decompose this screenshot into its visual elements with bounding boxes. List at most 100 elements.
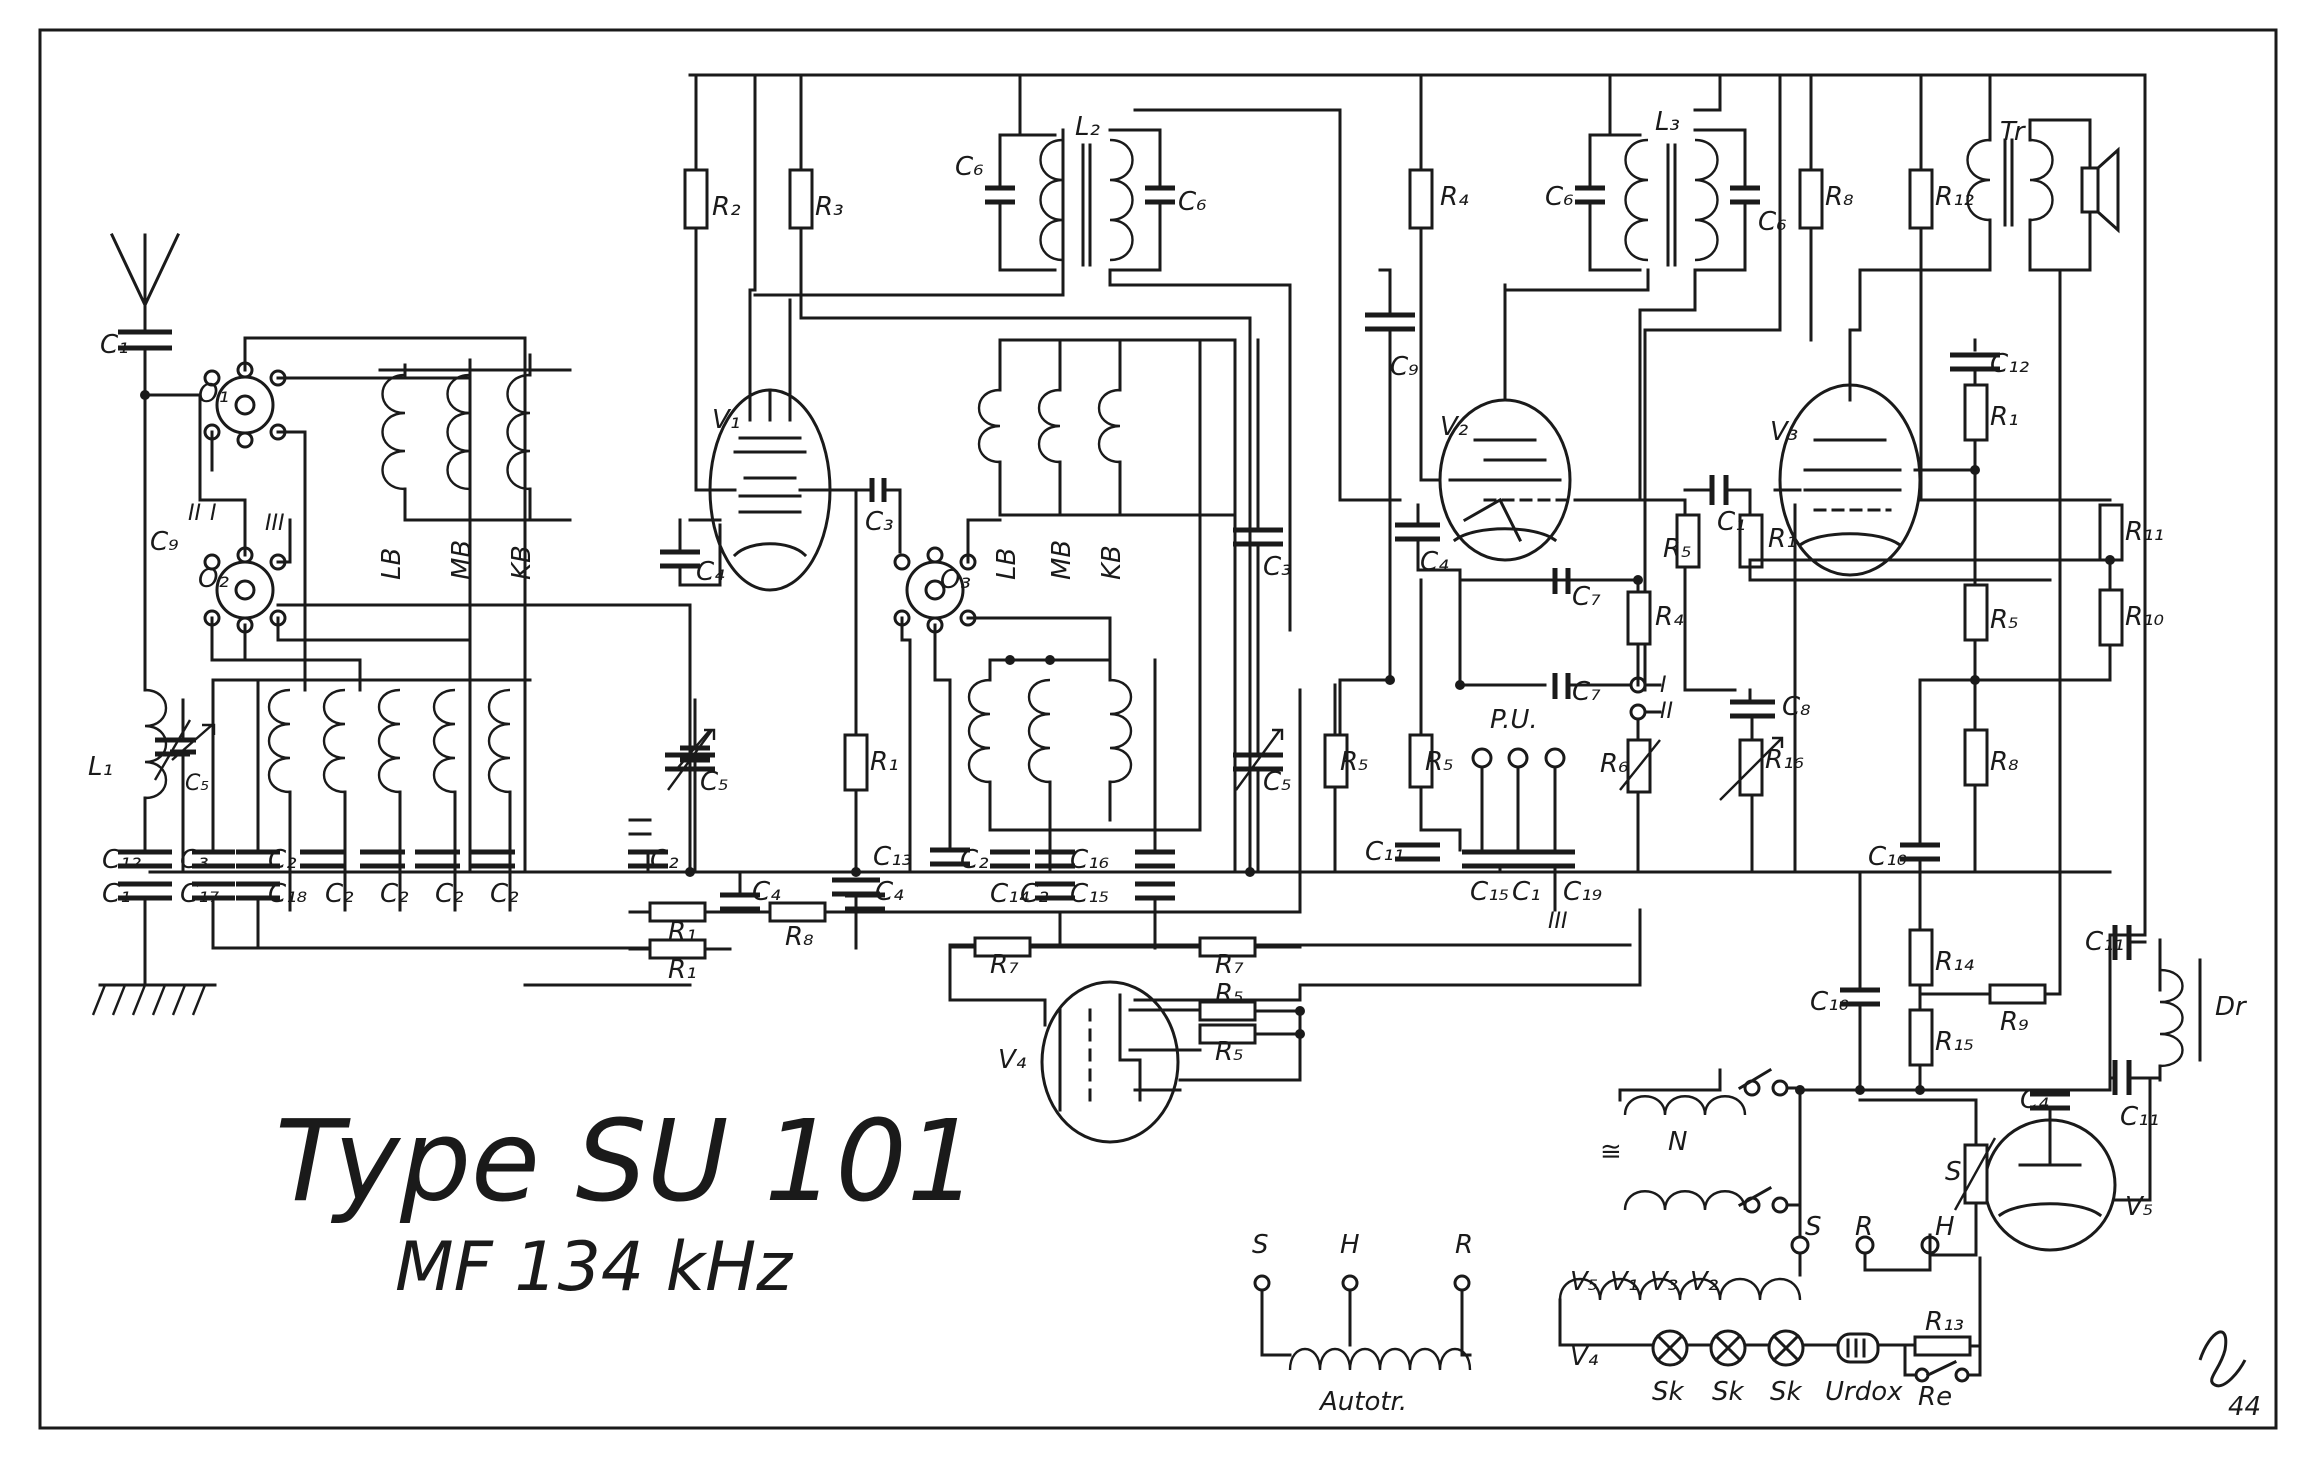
label-n: N (1668, 1127, 1687, 1157)
label-r4: R₄ (1440, 182, 1469, 212)
label-c16: C₁₆ (1070, 845, 1109, 875)
label-r7-b: R₇ (1215, 950, 1244, 980)
label-tr: Tr (2000, 117, 2027, 147)
label-autotr-s: S (1252, 1230, 1269, 1260)
label-ac-symbol: ≅ (1600, 1137, 1622, 1167)
label-v4: V₄ (998, 1045, 1027, 1075)
label-c2-g: C₂ (960, 845, 989, 875)
output-network (1748, 268, 2124, 1092)
label-heater-v5: V₅ (1570, 1267, 1598, 1297)
label-sk-2: Sk (1712, 1377, 1745, 1407)
label-h-supply: H (1935, 1212, 1955, 1242)
autotransformer (1253, 1274, 1472, 1371)
label-r8-c: R₈ (1990, 747, 2019, 777)
label-r10: R₁₀ (2125, 602, 2164, 632)
tube-v4 (948, 946, 1302, 1144)
label-c1: C₁ (100, 330, 129, 360)
signature-number: 44 (2228, 1392, 2261, 1422)
label-c2-f: C₂ (650, 845, 679, 875)
label-lb: LB (377, 548, 407, 580)
label-mb-2: MB (1047, 540, 1077, 580)
label-c4-v2: C₄ (1420, 547, 1449, 577)
label-c1-v3: C₁ (1717, 507, 1746, 537)
label-r12: R₁₂ (1935, 182, 1974, 212)
label-heater-v3: V₃ (1650, 1267, 1678, 1297)
title: Type SU 101 (275, 1097, 978, 1227)
input-coils (378, 353, 572, 522)
label-r5-b: R₅ (1215, 1037, 1244, 1067)
label-c3-v1: C₃ (865, 507, 894, 537)
label-c4-v1: C₄ (696, 557, 725, 587)
label-o2: O₂ (198, 564, 229, 594)
label-c10-b: C₁₀ (1810, 987, 1850, 1017)
v1-cathode-cap (660, 518, 722, 587)
wave-switch-o3 (893, 518, 1112, 874)
label-c6-a: C₆ (955, 152, 984, 182)
label-pos-i-b: I (1660, 673, 1667, 698)
label-r8: R₈ (785, 922, 814, 952)
junction-dots (140, 390, 2115, 1095)
label-c7-b: C₇ (1572, 677, 1601, 707)
signature: 44 (2198, 1330, 2261, 1422)
label-c9-right: C₉ (1390, 352, 1419, 382)
label-v1: V₁ (712, 405, 740, 435)
antenna-section (91, 233, 217, 1016)
rf-coil-bank (213, 678, 532, 912)
grid-network (1638, 475, 2052, 874)
label-autotr-h: H (1340, 1230, 1360, 1260)
label-r5-a: R₅ (1215, 979, 1244, 1009)
label-o1: O₁ (198, 379, 229, 409)
label-r1-a: R₁ (668, 917, 697, 947)
label-heater-v1: V₁ (1610, 1267, 1638, 1297)
label-r9: R₉ (2000, 1007, 2029, 1037)
main-rails (148, 73, 2147, 987)
label-c1-pu: C₁ (1512, 877, 1541, 907)
output-transformer (1966, 73, 2120, 272)
label-c11-b: C₁₁ (2120, 1102, 2159, 1132)
mains-supply (1618, 1067, 1940, 1272)
tube-v5 (1858, 1078, 2152, 1257)
label-c4-a: C₄ (752, 877, 781, 907)
label-c4-b: C₄ (875, 877, 904, 907)
subtitle: MF 134 kHz (395, 1228, 793, 1307)
label-c4-v5: C₄ (2020, 1085, 2049, 1115)
label-sk-1: Sk (1652, 1377, 1685, 1407)
label-pos-i: I (210, 501, 217, 526)
label-kb-2: KB (1097, 545, 1127, 580)
label-c3-right: C₃ (1263, 552, 1292, 582)
label-mb: MB (447, 540, 477, 580)
oscillator-resistors (948, 908, 1642, 987)
label-l2: L₂ (1075, 112, 1100, 142)
heater-chain (1558, 1251, 1982, 1383)
label-pos-ii-b: II (1660, 699, 1673, 724)
label-c6-c: C₆ (1545, 182, 1574, 212)
filter-choke (2108, 925, 2202, 1095)
label-r5-c: R₅ (1340, 747, 1369, 777)
label-c1-lower: C₁ (102, 879, 131, 909)
trimmer-capacitors-left (170, 678, 711, 950)
label-r3: R₃ (815, 192, 844, 222)
label-c5-a: C₅ (700, 767, 729, 797)
signature-mark (2198, 1330, 2247, 1388)
label-c2-a: C₂ (268, 845, 297, 875)
label-c11-a: C₁₁ (2085, 927, 2124, 957)
title-block: Type SU 101 MF 134 kHz (275, 1097, 978, 1307)
label-c9: C₉ (150, 527, 179, 557)
label-c7-a: C₇ (1572, 582, 1601, 612)
label-c2-b: C₂ (325, 879, 354, 909)
label-urdox: Urdox (1825, 1377, 1903, 1407)
label-r11: R₁₁ (2125, 517, 2164, 547)
label-v2: V₂ (1440, 412, 1468, 442)
label-c2-e: C₂ (490, 879, 519, 909)
label-l1: L₁ (88, 752, 113, 782)
label-s-switch: S (1805, 1212, 1822, 1242)
label-r1-b2: R₁ (1990, 402, 2019, 432)
tube-v1 (688, 73, 862, 592)
label-c12: C₁₂ (102, 845, 141, 875)
label-r17: R₁ (1768, 524, 1797, 554)
drawing-frame (38, 28, 2278, 1430)
label-pu: P.U. (1490, 705, 1538, 735)
label-c15: C₁₅ (1070, 879, 1109, 909)
label-c10-a: C₁₀ (1868, 842, 1908, 872)
